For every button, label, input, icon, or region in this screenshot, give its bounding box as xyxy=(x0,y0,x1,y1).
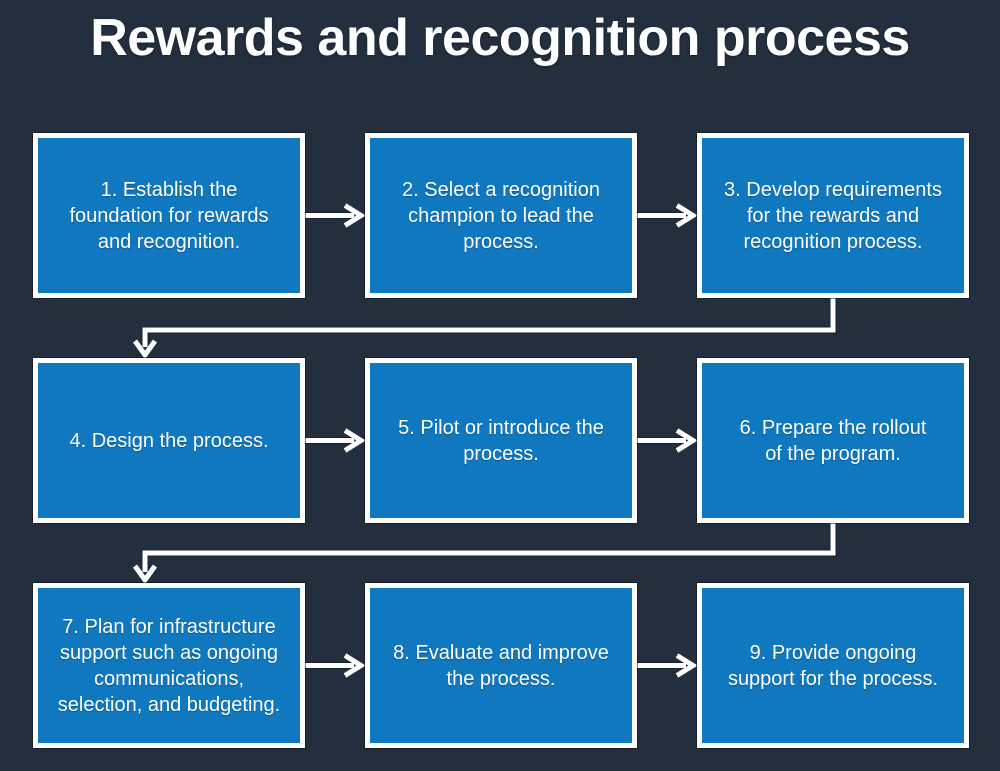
step-9-label: 9. Provide ongoing support for the proce… xyxy=(727,641,939,690)
arrow-step5-to-step6 xyxy=(635,428,698,453)
arrow-step6-to-step7 xyxy=(132,518,837,585)
arrow-step7-to-step8 xyxy=(303,653,366,678)
step-4-label: 4. Design the process. xyxy=(69,429,269,452)
step-6-label: 6. Prepare the rollout of the program. xyxy=(739,416,927,465)
step-2-box: 2. Select a recognition champion to lead… xyxy=(365,133,637,298)
step-7-box: 7. Plan for infrastructure support such … xyxy=(33,583,305,748)
step-6-box: 6. Prepare the rollout of the program. xyxy=(697,358,969,523)
step-8-box: 8. Evaluate and improve the process. xyxy=(365,583,637,748)
step-3-box: 3. Develop requirements for the rewards … xyxy=(697,133,969,298)
step-1-label: 1. Establish the foundation for rewards … xyxy=(69,178,269,253)
arrow-step4-to-step5 xyxy=(303,428,366,453)
step-1-box: 1. Establish the foundation for rewards … xyxy=(33,133,305,298)
step-7-label: 7. Plan for infrastructure support such … xyxy=(57,615,281,716)
step-4-box: 4. Design the process. xyxy=(33,358,305,523)
page-title: Rewards and recognition process xyxy=(90,9,910,67)
step-3-label: 3. Develop requirements for the rewards … xyxy=(724,178,942,253)
step-2-label: 2. Select a recognition champion to lead… xyxy=(402,178,600,253)
step-5-box: 5. Pilot or introduce the process. xyxy=(365,358,637,523)
arrow-step3-to-step4 xyxy=(132,293,837,360)
step-9-box: 9. Provide ongoing support for the proce… xyxy=(697,583,969,748)
arrow-step8-to-step9 xyxy=(635,653,698,678)
step-5-label: 5. Pilot or introduce the process. xyxy=(398,416,604,465)
step-8-label: 8. Evaluate and improve the process. xyxy=(393,641,609,690)
arrow-step2-to-step3 xyxy=(635,203,698,228)
arrow-step1-to-step2 xyxy=(303,203,366,228)
